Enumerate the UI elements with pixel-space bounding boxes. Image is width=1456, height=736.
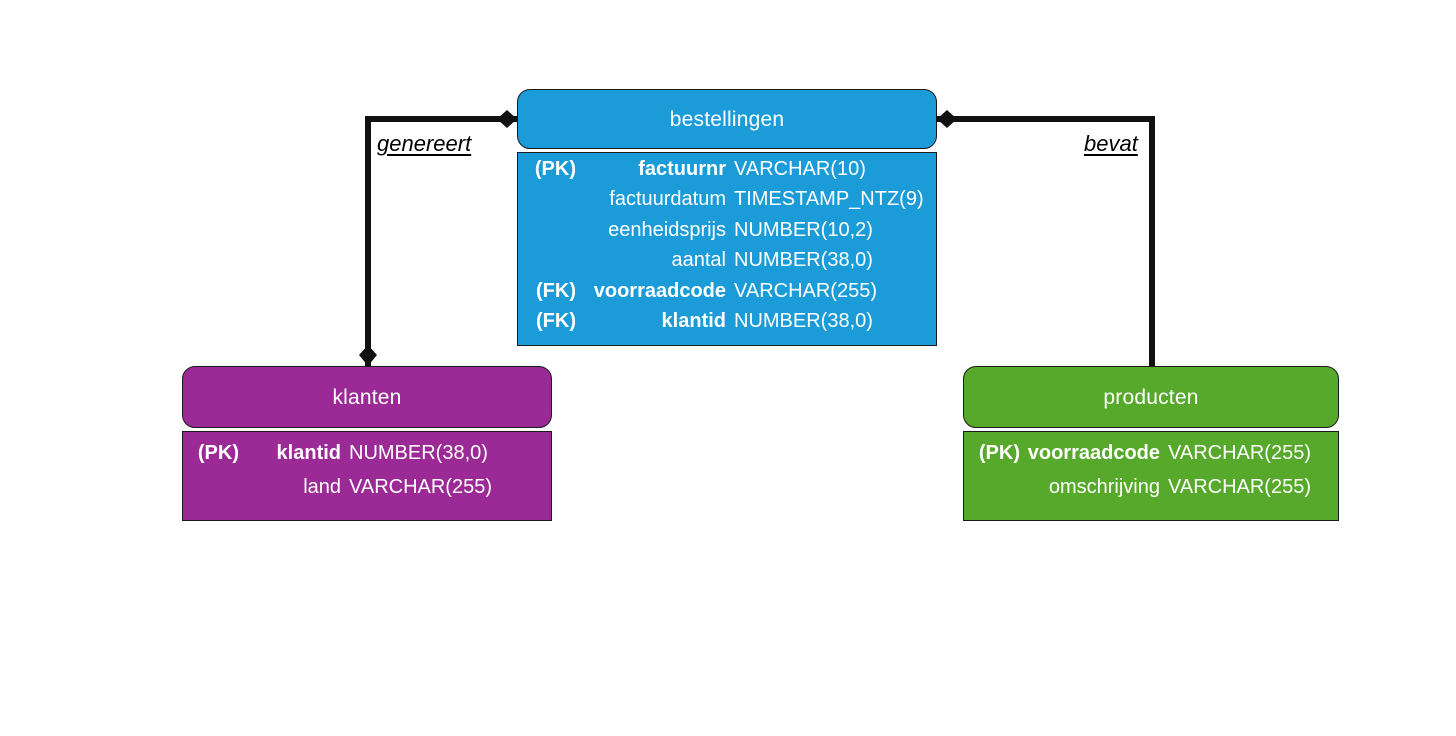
connector-line-genereert [365, 116, 517, 366]
attribute-key: (PK) [197, 442, 239, 464]
relationship-label-bevat: bevat [1084, 131, 1138, 156]
attribute-row: (PK) voorraadcode VARCHAR(255) [972, 442, 1336, 476]
attribute-key: (FK) [536, 279, 576, 302]
attribute-type: VARCHAR(255) [349, 476, 492, 498]
entity-body-klanten: (PK) klantid NUMBER(38,0) land VARCHAR(2… [182, 431, 552, 521]
relationship-label-genereert: genereert [377, 131, 472, 156]
entity-body-bestellingen: (PK) factuurnr VARCHAR(10) factuurdatum … [517, 152, 937, 346]
attribute-row: (FK) klantid NUMBER(38,0) [528, 310, 934, 341]
attribute-type: VARCHAR(255) [1168, 442, 1311, 464]
relationship-connector-bevat[interactable] [937, 110, 1155, 366]
entity-header-producten: producten [963, 366, 1339, 428]
attribute-type: TIMESTAMP_NTZ(9) [734, 188, 924, 210]
attribute-row: (PK) factuurnr VARCHAR(10) [528, 158, 934, 189]
diamond-marker-bestellingen-left [497, 110, 517, 128]
attribute-name: klantid [276, 442, 341, 464]
attribute-type: VARCHAR(255) [1168, 476, 1311, 498]
relationship-connector-genereert[interactable] [359, 110, 517, 366]
attribute-type: NUMBER(38,0) [734, 249, 873, 271]
attribute-name: factuurnr [638, 157, 726, 180]
attribute-name: aantal [671, 249, 727, 271]
attribute-type: NUMBER(10,2) [734, 218, 873, 241]
attribute-row: land VARCHAR(255) [191, 476, 549, 510]
attribute-type: VARCHAR(255) [734, 279, 877, 302]
connector-line-bevat [937, 116, 1155, 366]
entity-producten[interactable]: producten (PK) voorraadcode VARCHAR(255)… [963, 366, 1339, 521]
entity-klanten[interactable]: klanten (PK) klantid NUMBER(38,0) land V… [182, 366, 552, 521]
entity-body-producten: (PK) voorraadcode VARCHAR(255) omschrijv… [963, 431, 1339, 521]
attribute-row: aantal NUMBER(38,0) [528, 249, 934, 280]
entity-header-klanten: klanten [182, 366, 552, 428]
attribute-name: land [303, 476, 341, 498]
attribute-row: factuurdatum TIMESTAMP_NTZ(9) [528, 188, 934, 219]
attribute-key: (FK) [536, 310, 576, 332]
entity-bestellingen[interactable]: bestellingen (PK) factuurnr VARCHAR(10) … [517, 89, 937, 346]
attribute-name: omschrijving [1048, 476, 1160, 498]
attribute-row: (FK) voorraadcode VARCHAR(255) [528, 280, 934, 311]
attribute-name: voorraadcode [593, 279, 726, 302]
diamond-marker-bestellingen-right [937, 110, 957, 128]
attribute-type: NUMBER(38,0) [734, 310, 873, 332]
attribute-name: klantid [661, 310, 726, 332]
attribute-name: factuurdatum [609, 188, 726, 210]
attribute-name: voorraadcode [1027, 442, 1160, 464]
attribute-row: eenheidsprijs NUMBER(10,2) [528, 219, 934, 250]
attribute-type: NUMBER(38,0) [349, 442, 488, 464]
attribute-row: omschrijving VARCHAR(255) [972, 476, 1336, 510]
entity-header-bestellingen: bestellingen [517, 89, 937, 149]
diamond-marker-klanten-top [359, 345, 377, 366]
attribute-key: (PK) [534, 157, 576, 180]
attribute-type: VARCHAR(10) [734, 157, 866, 180]
attribute-row: (PK) klantid NUMBER(38,0) [191, 442, 549, 476]
attribute-name: eenheidsprijs [608, 218, 726, 241]
attribute-key: (PK) [978, 442, 1020, 464]
